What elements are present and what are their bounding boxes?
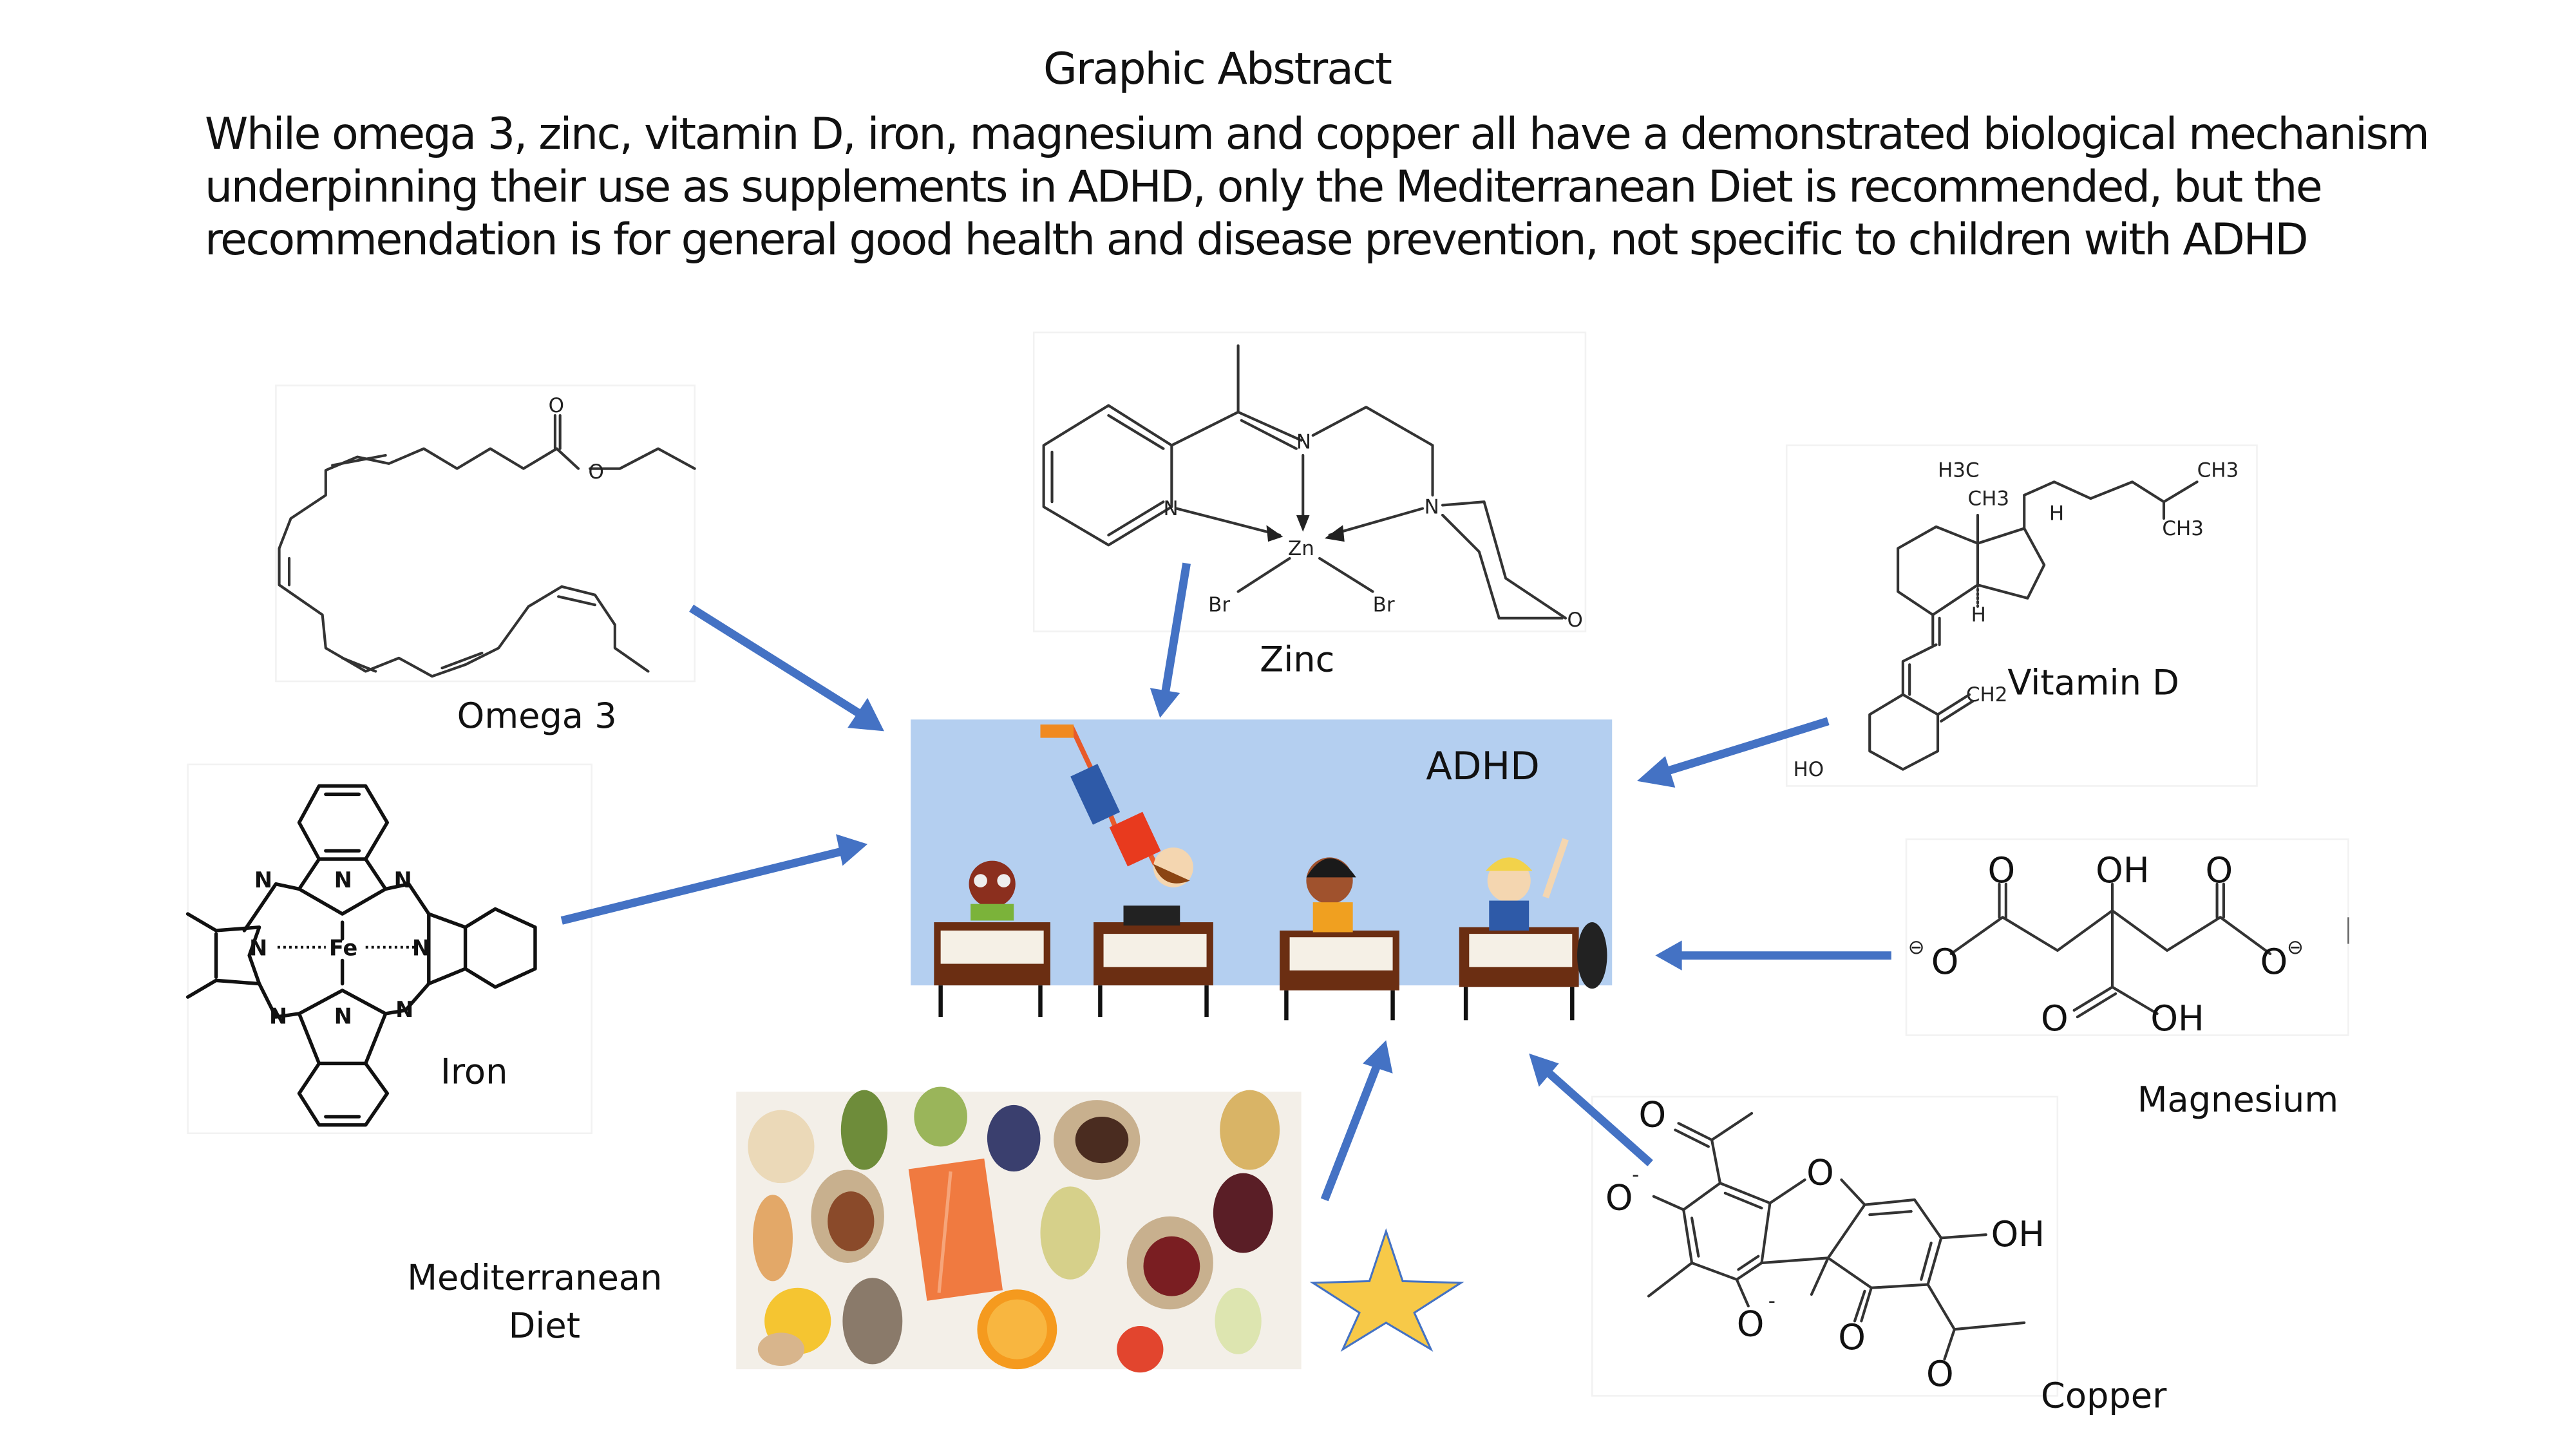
atom-label: CH3 [1967,487,2009,510]
copper-structure: O O O OH O O O - - Copper [1591,1094,2167,1416]
atom-label: O [1567,609,1583,632]
zinc-label: Zinc [1260,639,1334,679]
atom-label: O [1806,1153,1834,1193]
atom-label: N [1296,431,1311,454]
mediterranean-label-line2: Diet [509,1305,580,1346]
atom-label: O [1987,850,2015,891]
abstract-line: underpinning their use as supplements in… [205,162,2323,213]
charge-label: - [1768,1290,1776,1313]
atom-label: Br [1208,594,1230,617]
charge-label: - [1632,1164,1639,1187]
atom-label: HO [1794,758,1824,781]
mediterranean-diet-image: Mediterranean Diet [407,1086,1302,1373]
magnesium-structure: O OH O O O O OH ⊖ ⊖ Magnesium [1905,838,2349,1120]
atom-label: O [1737,1304,1765,1345]
arrow-copper-to-adhd [1529,1053,1653,1167]
atom-label: CH3 [2162,517,2204,540]
adhd-label: ADHD [1426,744,1540,788]
atom-label: OH [1991,1214,2045,1255]
vitamin-d-structure: H3C CH3 CH3 CH3 H H CH2 HO Vitamin D [1785,444,2258,787]
omega3-label: Omega 3 [457,696,617,736]
copper-label: Copper [2041,1375,2167,1416]
atom-label: O [1605,1177,1633,1218]
atom-label: H3C [1938,459,1980,482]
charge-label: ⊖ [1908,936,1925,959]
desk [1094,905,1213,1018]
atom-label: O [2206,850,2233,891]
page-title: Graphic Abstract [1043,44,1392,95]
atom-label: Fe [329,936,357,961]
arrow-omega3-to-adhd [689,604,884,732]
desk [934,922,1050,1018]
atom-label: N [1163,497,1178,520]
iron-label: Iron [440,1051,508,1092]
desk [1459,838,1607,1021]
iron-structure: N N N N Fe N N N N Iron [185,763,592,1135]
arrow-iron-to-adhd [560,834,868,925]
atom-label: O [1838,1317,1866,1358]
abstract-text: While omega 3, zinc, vitamin D, iron, ma… [205,108,2459,267]
arrow-vitamin-d-to-adhd [1636,717,1830,788]
arrow-zinc-to-adhd [1150,562,1191,718]
mediterranean-label-line1: Mediterranean [407,1257,662,1298]
atom-label: O [2041,998,2069,1039]
atom-label: O [589,460,604,484]
vitamin-d-label: Vitamin D [2007,663,2179,703]
desk [1280,857,1399,1021]
atom-label: N [334,867,352,893]
atom-label: OH [2150,998,2204,1039]
atom-label: CH3 [2197,459,2239,482]
atom-label: H [2049,502,2064,526]
recommended-star-icon [1309,1228,1464,1352]
atom-label: O [1931,942,1959,982]
atom-label: N [412,936,430,961]
omega3-structure: O O Omega 3 [275,384,696,736]
atom-label: N [334,1003,352,1028]
atom-label: O [2260,942,2288,982]
arrow-diet-to-adhd [1320,1040,1393,1202]
adhd-classroom-image: ADHD [911,705,1616,1030]
atom-label: N [249,936,267,961]
atom-label: N [1425,495,1439,518]
atom-label: O [549,394,564,417]
abstract-line: While omega 3, zinc, vitamin D, iron, ma… [205,109,2430,160]
atom-label: O [1926,1354,1954,1394]
zinc-structure: N N N O Zn Br Br Zinc [1032,331,1587,679]
atom-label: N [394,867,412,893]
atom-label: O [1639,1094,1667,1135]
arrow-magnesium-to-adhd [1655,940,1891,971]
magnesium-label: Magnesium [2137,1079,2338,1120]
atom-label: OH [2096,850,2149,891]
atom-label: Br [1373,594,1395,617]
atom-label: H [1971,603,1986,627]
atom-label: N [395,997,413,1022]
charge-label: ⊖ [2287,936,2304,959]
atom-label: N [269,1003,287,1028]
atom-label: Zn [1288,537,1314,560]
atom-label: N [254,867,272,893]
abstract-line: recommendation is for general good healt… [205,214,2309,265]
